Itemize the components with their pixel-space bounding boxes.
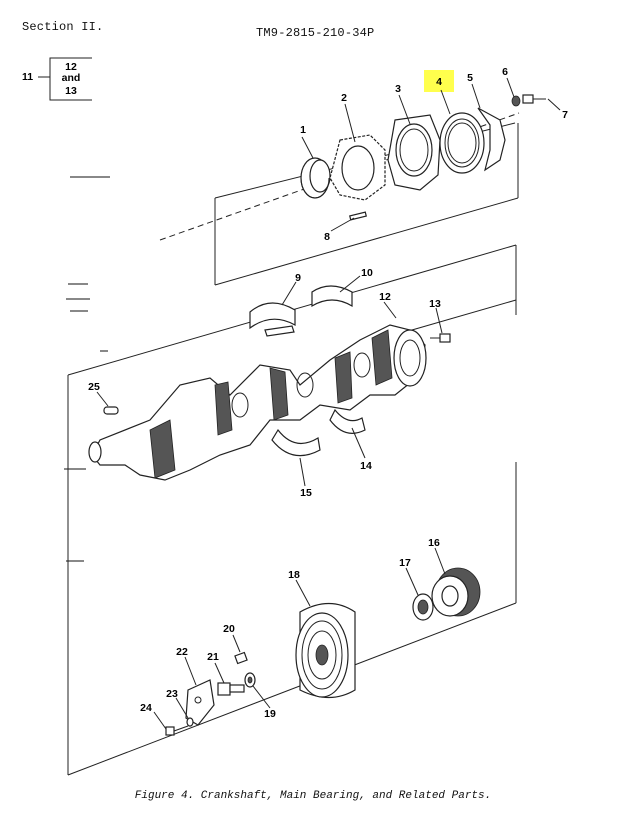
part-plug xyxy=(430,333,451,343)
figure-caption: Figure 4. Crankshaft, Main Bearing, and … xyxy=(134,790,492,802)
ref-box-line1: 12 xyxy=(65,61,77,73)
section-label: Section II. xyxy=(22,20,104,34)
figure-reference: 11 12 and 13 xyxy=(22,57,92,101)
part-plate xyxy=(185,679,215,726)
part-gasket xyxy=(329,134,386,201)
part-washer-bolt xyxy=(511,94,546,107)
callout-17: 17 xyxy=(399,557,411,569)
callout-7: 7 xyxy=(562,109,568,121)
callout-4: 4 xyxy=(436,76,442,88)
scan-marks xyxy=(64,176,110,562)
callout-13: 13 xyxy=(429,298,441,310)
part-lockwasher xyxy=(186,717,194,727)
callout-3: 3 xyxy=(395,83,401,95)
callout-21: 21 xyxy=(207,651,219,663)
document-number: TM9-2815-210-34P xyxy=(256,26,375,40)
crank-plane-outline xyxy=(67,244,517,776)
callout-22: 22 xyxy=(176,646,188,658)
part-woodruff-key xyxy=(103,406,119,415)
callout-16: 16 xyxy=(428,537,440,549)
callout-15: 15 xyxy=(300,487,312,499)
ref-box-line3: 13 xyxy=(65,85,77,97)
part-spacer xyxy=(412,593,434,621)
callout-numbers: 1 2 3 4 5 6 7 8 9 10 12 13 14 15 16 17 1… xyxy=(88,66,568,720)
callout-24: 24 xyxy=(140,702,152,714)
part-capscrew xyxy=(165,725,189,736)
callout-20: 20 xyxy=(223,623,235,635)
part-cover xyxy=(477,107,506,172)
callout-highlight xyxy=(424,70,454,92)
part-lower-bearings xyxy=(271,408,366,457)
callout-2: 2 xyxy=(341,92,347,104)
ref-left-number: 11 xyxy=(22,71,33,83)
part-retainer-plate xyxy=(387,114,441,191)
callout-23: 23 xyxy=(166,688,178,700)
callout-1: 1 xyxy=(300,124,306,136)
part-upper-bearings xyxy=(249,285,353,337)
part-bolt xyxy=(217,682,245,696)
part-oil-seal xyxy=(439,112,485,174)
part-seal-ring xyxy=(300,157,331,199)
callout-10: 10 xyxy=(361,267,373,279)
callout-12: 12 xyxy=(379,291,391,303)
callout-5: 5 xyxy=(467,72,473,84)
callout-6: 6 xyxy=(502,66,508,78)
ref-box-line2: and xyxy=(62,72,81,84)
callout-8: 8 xyxy=(324,231,330,243)
part-crankshaft xyxy=(88,324,427,481)
part-pin xyxy=(234,651,248,665)
callout-14: 14 xyxy=(360,460,372,472)
callout-25: 25 xyxy=(88,381,100,393)
callout-9: 9 xyxy=(295,272,301,284)
leader-lines xyxy=(96,77,561,730)
part-damper-pulley xyxy=(295,602,356,699)
part-gear xyxy=(431,567,481,617)
callout-18: 18 xyxy=(288,569,300,581)
callout-19: 19 xyxy=(264,708,276,720)
part-washer xyxy=(244,672,256,688)
